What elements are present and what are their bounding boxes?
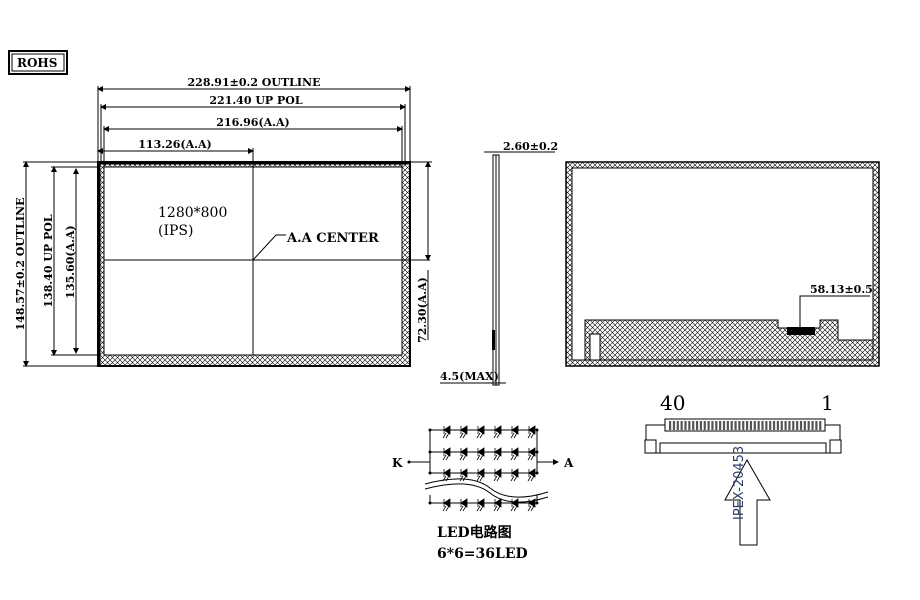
resolution-label: 1280*800 xyxy=(158,205,227,221)
connector-pin xyxy=(684,421,687,430)
connector: 40 1 IPEX-20453 xyxy=(644,391,842,546)
connector-pin xyxy=(799,421,803,430)
led-diode-icon xyxy=(527,498,536,512)
connector-pin xyxy=(819,421,822,430)
connector-pin xyxy=(788,421,791,430)
connector-pin xyxy=(692,421,695,430)
connector-pin xyxy=(784,421,787,430)
dim-aa-half-height: 72.30(A.A) xyxy=(416,277,429,343)
connector-pin xyxy=(757,421,760,430)
led-diode-icon xyxy=(459,425,468,439)
connector-pin xyxy=(746,421,749,430)
led-circuit: K A LED电路图 6*6=36LED xyxy=(392,425,574,562)
led-diode-icon xyxy=(493,468,502,482)
pin-40-label: 40 xyxy=(660,391,685,415)
led-diode-icon xyxy=(476,447,485,461)
led-diode-icon xyxy=(442,425,451,439)
led-diode-icon xyxy=(442,498,451,512)
dim-thickness: 2.60±0.2 xyxy=(503,140,558,153)
led-diode-icon xyxy=(527,468,536,482)
connector-pin xyxy=(796,421,799,430)
led-diode-icon xyxy=(527,447,536,461)
led-diode-icon xyxy=(510,425,519,439)
connector-pin xyxy=(726,421,729,430)
connector-pin xyxy=(753,421,756,430)
connector-pin xyxy=(792,421,795,430)
connector-pin xyxy=(776,421,779,430)
led-diode-icon xyxy=(493,425,502,439)
led-diode-icon xyxy=(459,498,468,512)
connector-pin xyxy=(765,421,768,430)
connector-pin xyxy=(811,421,814,430)
panel-type-label: (IPS) xyxy=(158,223,193,239)
side-view: 2.60±0.2 4.5(MAX) xyxy=(440,140,558,386)
dim-aa-height: 135.60(A.A) xyxy=(64,225,77,298)
dim-pol-width: 221.40 UP POL xyxy=(209,94,302,107)
connector-pin xyxy=(734,421,737,430)
pin-1-label: 1 xyxy=(821,391,834,415)
connector-pin xyxy=(695,421,699,430)
cathode-label: K xyxy=(392,456,403,470)
dim-aa-width: 216.96(A.A) xyxy=(216,116,289,129)
connector-pin xyxy=(688,421,691,430)
connector-pin xyxy=(761,421,764,430)
dim-outline-height: 148.57±0.2 OUTLINE xyxy=(14,198,27,331)
led-diode-icon xyxy=(527,425,536,439)
connector-pin xyxy=(803,421,806,430)
connector-pin xyxy=(730,421,733,430)
aa-center-label: A.A CENTER xyxy=(286,231,379,246)
connector-pin xyxy=(769,421,772,430)
connector-part-number: IPEX-20453 xyxy=(732,446,747,520)
led-diode-icon xyxy=(442,447,451,461)
anode-label: A xyxy=(563,456,574,470)
connector-pin xyxy=(719,421,722,430)
led-diode-icon xyxy=(476,425,485,439)
connector-pin xyxy=(699,421,702,430)
led-count-label: 6*6=36LED xyxy=(437,546,528,562)
rohs-label: ROHS xyxy=(17,56,57,70)
connector-pin xyxy=(742,421,745,430)
led-diode-icon xyxy=(493,498,502,512)
connector-pin xyxy=(669,421,672,430)
led-diode-icon xyxy=(510,468,519,482)
back-view: 58.13±0.5 xyxy=(565,161,880,367)
connector-pin xyxy=(676,421,679,430)
rohs-badge: ROHS xyxy=(8,50,68,75)
front-view: 228.91±0.2 OUTLINE 221.40 UP POL 216.96(… xyxy=(14,76,432,367)
led-diode-icon xyxy=(459,468,468,482)
connector-pin xyxy=(738,421,741,430)
led-diode-icon xyxy=(493,447,502,461)
insert-arrow-icon xyxy=(724,458,771,546)
dim-aa-half-width: 113.26(A.A) xyxy=(138,138,211,151)
connector-pin xyxy=(680,421,683,430)
dim-pol-height: 138.40 UP POL xyxy=(42,214,55,307)
led-circuit-title: LED电路图 xyxy=(437,524,512,541)
connector-pin xyxy=(772,421,776,430)
connector-pin xyxy=(722,421,726,430)
connector-pin xyxy=(707,421,710,430)
led-diode-icon xyxy=(476,498,485,512)
led-diode-icon xyxy=(510,447,519,461)
connector-pin xyxy=(672,421,676,430)
led-diode-icon xyxy=(476,468,485,482)
dim-outline-width: 228.91±0.2 OUTLINE xyxy=(188,76,321,89)
dim-max-thickness: 4.5(MAX) xyxy=(440,370,499,383)
connector-pin xyxy=(703,421,706,430)
connector-pin xyxy=(711,421,714,430)
connector-pin xyxy=(807,421,810,430)
led-diode-icon xyxy=(442,468,451,482)
connector-pin xyxy=(780,421,783,430)
led-diode-icon xyxy=(459,447,468,461)
led-diode-icon xyxy=(510,498,519,512)
connector-pin xyxy=(815,421,818,430)
dim-fpc: 58.13±0.5 xyxy=(810,283,873,296)
connector-pin xyxy=(749,421,753,430)
connector-pin xyxy=(715,421,718,430)
